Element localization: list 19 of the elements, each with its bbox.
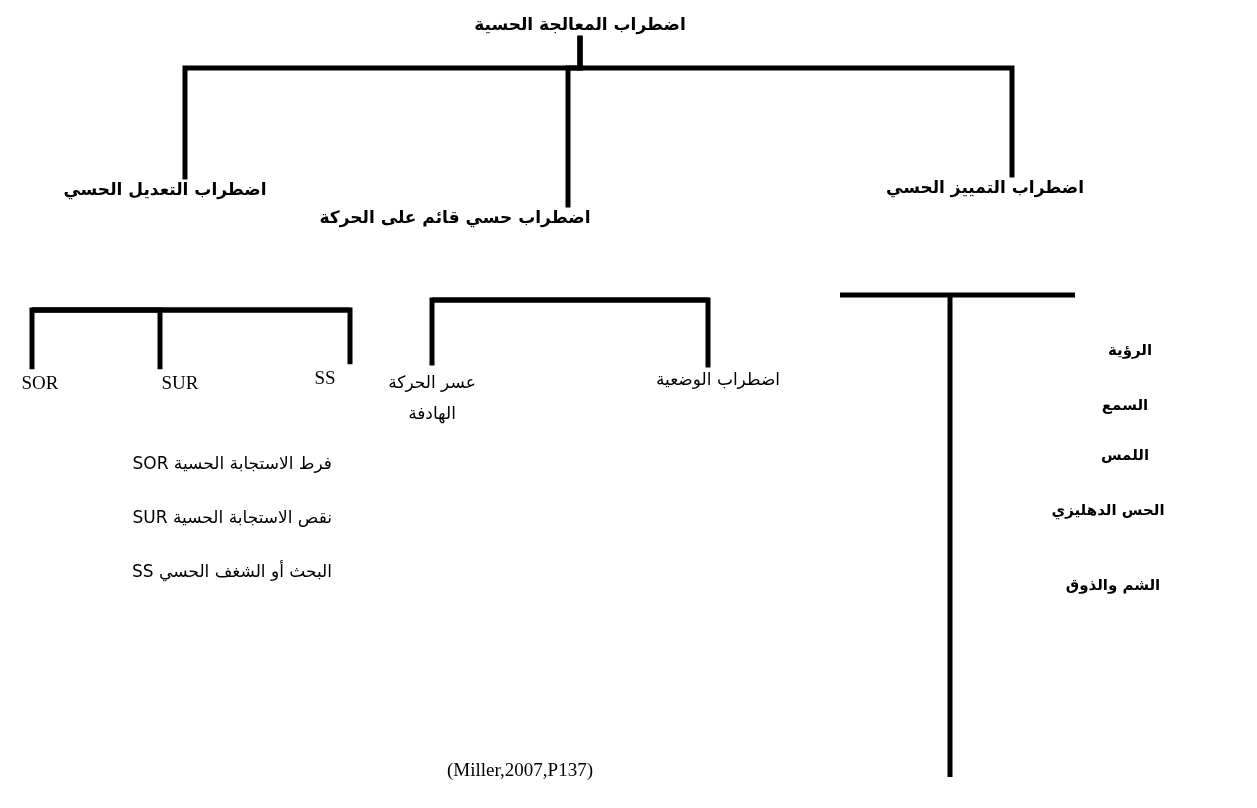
heading-label: اضطراب التعديل الحسي xyxy=(63,179,267,201)
heading-label: اضطراب المعالجة الحسية xyxy=(474,14,686,36)
definition-label: البحث أو الشغف الحسي SS xyxy=(132,561,332,583)
bracket-line xyxy=(182,35,583,180)
citation-caption: (Miller,2007,P137) xyxy=(447,758,593,782)
item-label: SUR xyxy=(161,371,199,395)
item-label: عسر الحركة الهادفة xyxy=(387,367,477,429)
heading-label: اضطراب حسي قائم على الحركة xyxy=(319,207,591,229)
sense-label: اللمس xyxy=(1100,445,1150,465)
sense-label: الرؤية xyxy=(1107,340,1153,360)
item-label: SS xyxy=(314,366,336,390)
definition-label: فرط الاستجابة الحسية SOR xyxy=(132,453,332,475)
item-label: SOR xyxy=(21,371,59,395)
item-label: اضطراب الوضعية xyxy=(655,369,781,391)
definition-label: نقص الاستجابة الحسية SUR xyxy=(132,507,332,529)
sense-label: الشم والذوق xyxy=(1065,575,1161,595)
sense-label: الحس الدهليزي xyxy=(1051,500,1165,520)
sense-label: السمع xyxy=(1101,395,1149,415)
heading-label: اضطراب التمييز الحسي xyxy=(885,177,1085,199)
